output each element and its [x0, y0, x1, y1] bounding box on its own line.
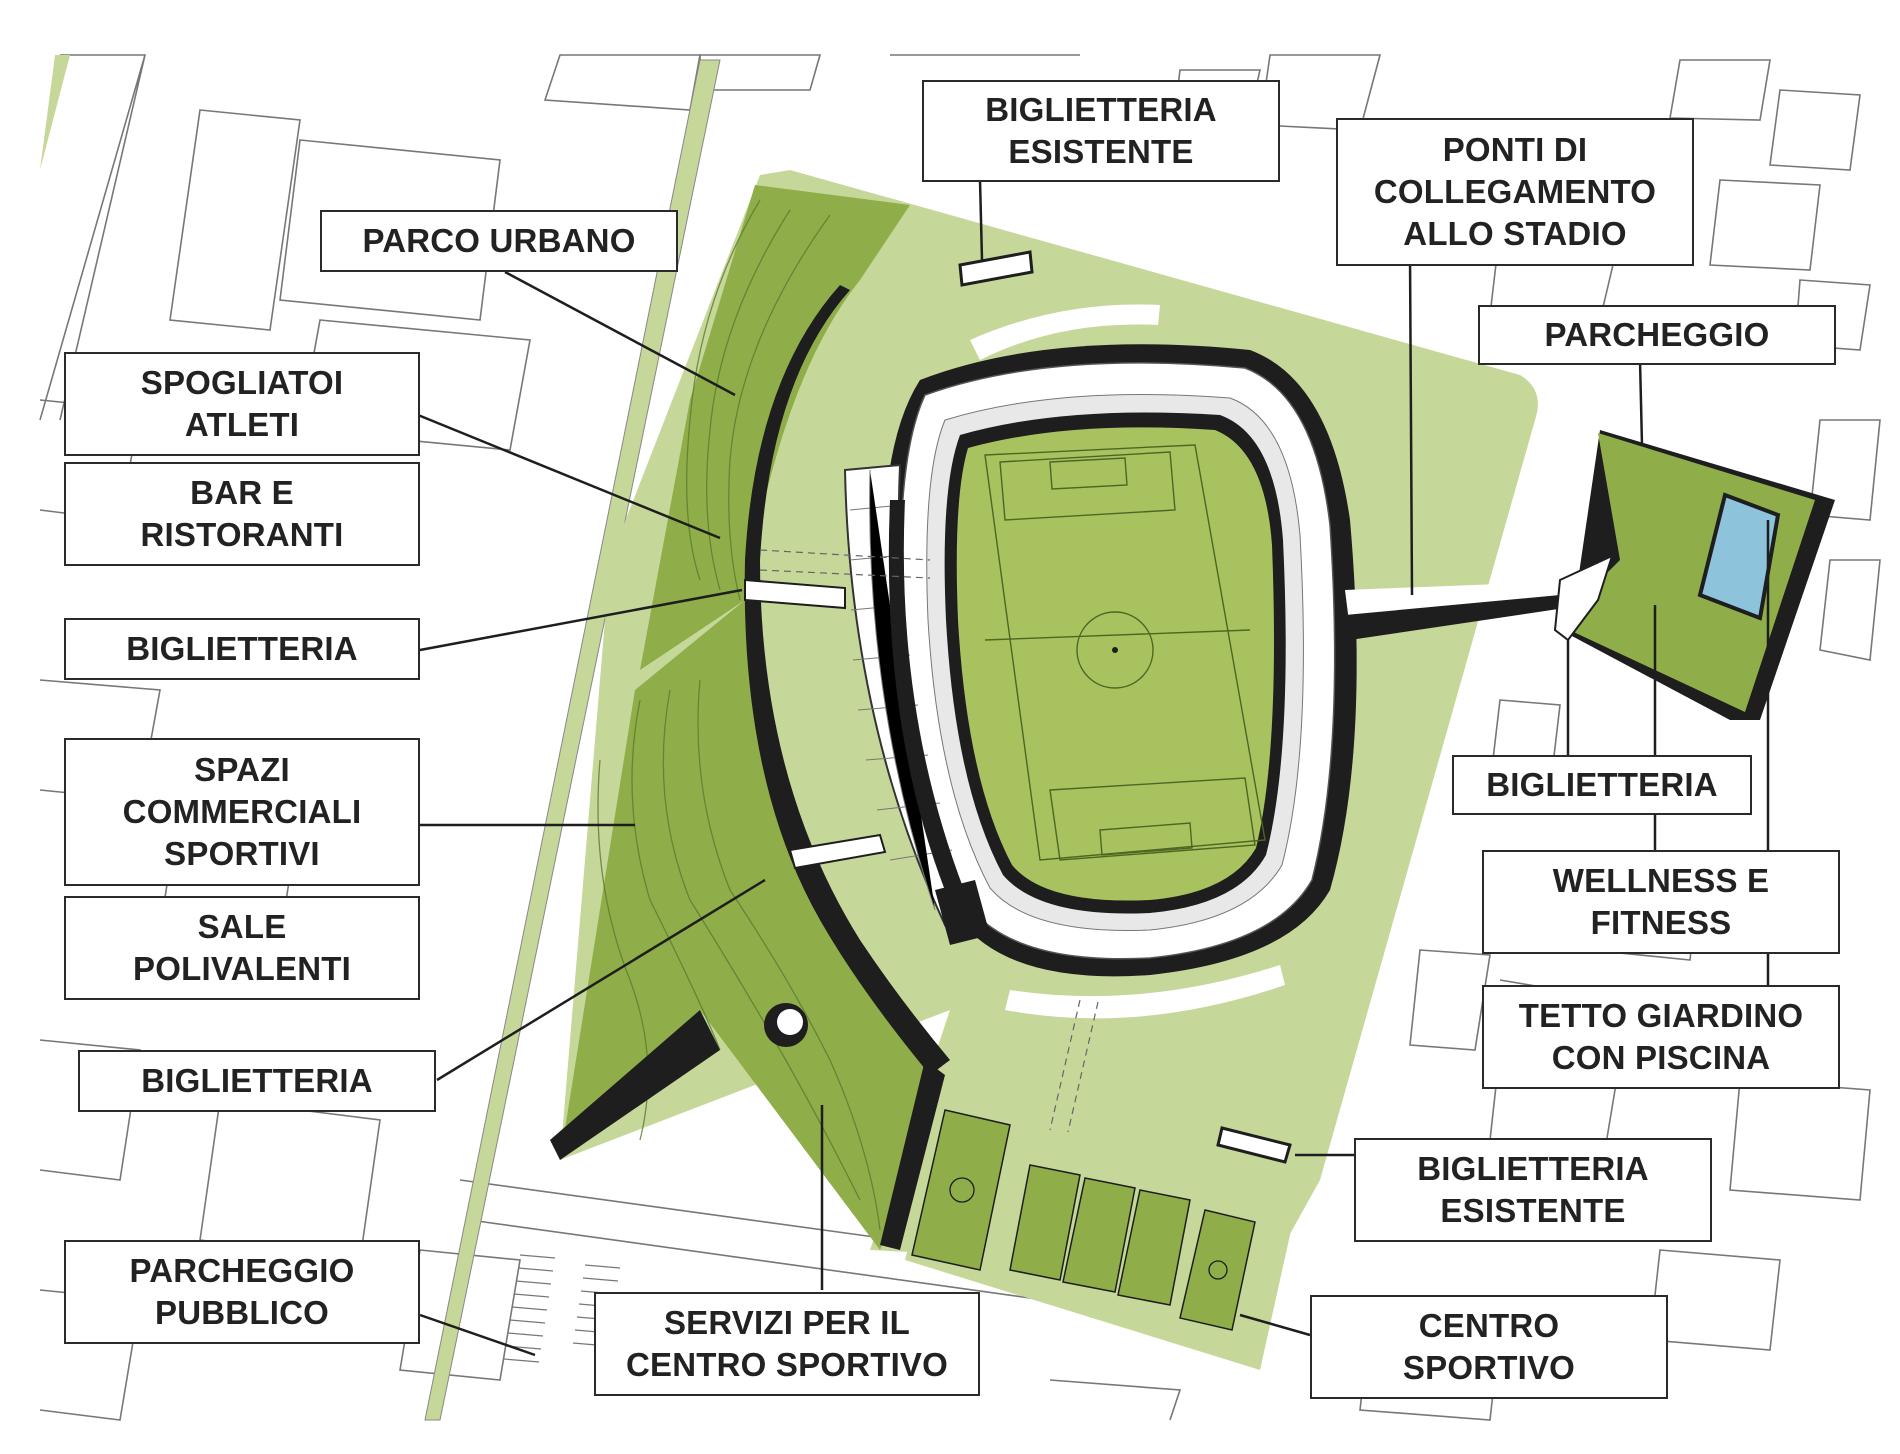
label-centro-sportivo: CENTRO SPORTIVO — [1310, 1295, 1668, 1399]
east-building-roof — [1565, 433, 1815, 712]
pool — [1697, 492, 1781, 621]
bridge-north-west — [744, 578, 846, 610]
label-line: SPOGLIATOI — [140, 364, 344, 401]
label-line: SPORTIVO — [1402, 1349, 1576, 1386]
label-line: SALE — [197, 908, 287, 945]
west-stand-shadow — [888, 500, 970, 915]
label-wellness-fitness: WELLNESS E FITNESS — [1482, 850, 1840, 954]
label-line: PUBBLICO — [155, 1294, 329, 1331]
south-wall — [550, 1010, 720, 1160]
label-line: FITNESS — [1590, 904, 1732, 941]
sports-courts — [911, 1109, 1256, 1331]
label-bar-ristoranti: BAR E RISTORANTI — [64, 462, 420, 566]
label-ponti-collegamento: PONTI DI COLLEGAMENTO ALLO STADIO — [1336, 118, 1694, 266]
label-line: ESISTENTE — [1440, 1192, 1626, 1229]
label-parcheggio-pubblico: PARCHEGGIO PUBBLICO — [64, 1240, 420, 1344]
sports-wall — [880, 1060, 945, 1250]
label-line: BAR E — [190, 474, 294, 511]
label-line: BIGLIETTERIA — [1486, 766, 1718, 803]
label-biglietteria-esistente-bottom: BIGLIETTERIA ESISTENTE — [1354, 1138, 1712, 1242]
road-green-strip — [424, 59, 721, 1421]
canopy-south — [1005, 965, 1285, 1019]
label-line: BIGLIETTERIA — [1417, 1150, 1649, 1187]
label-line: CON PISCINA — [1551, 1039, 1771, 1076]
label-line: SERVIZI PER IL — [663, 1304, 911, 1341]
label-servizi-centro-sportivo: SERVIZI PER IL CENTRO SPORTIVO — [594, 1292, 980, 1396]
label-biglietteria-esistente-top: BIGLIETTERIA ESISTENTE — [922, 80, 1280, 182]
label-biglietteria-left-low: BIGLIETTERIA — [78, 1050, 436, 1112]
booth-south — [1216, 1126, 1292, 1164]
parco-urbano-lower — [560, 600, 940, 1250]
bridge-east-shadow — [1345, 595, 1565, 640]
stand-tower — [935, 880, 990, 945]
label-line: ATLETI — [184, 406, 300, 443]
pitch-markings — [984, 444, 1266, 861]
east-ramp — [1553, 554, 1614, 642]
label-sale-polivalenti: SALE POLIVALENTI — [64, 896, 420, 1000]
stadium — [843, 344, 1357, 977]
label-line: BIGLIETTERIA — [985, 91, 1217, 128]
label-tetto-giardino: TETTO GIARDINO CON PISCINA — [1482, 985, 1840, 1089]
label-parco-urbano: PARCO URBANO — [320, 210, 678, 272]
label-line: COMMERCIALI — [122, 793, 362, 830]
label-line: SPAZI — [194, 751, 290, 788]
label-biglietteria-left: BIGLIETTERIA — [64, 618, 420, 680]
label-line: TETTO GIARDINO — [1518, 997, 1804, 1034]
label-line: CENTRO — [1418, 1307, 1560, 1344]
label-spogliatoi-atleti: SPOGLIATOI ATLETI — [64, 352, 420, 456]
label-line: BIGLIETTERIA — [126, 630, 358, 667]
label-line: PARCHEGGIO — [1544, 316, 1770, 353]
center-spot — [1112, 647, 1118, 653]
label-line: ALLO STADIO — [1403, 215, 1627, 252]
label-line: PARCO URBANO — [362, 222, 636, 259]
label-line: WELLNESS E — [1552, 862, 1770, 899]
label-line: ESISTENTE — [1008, 133, 1194, 170]
pitch — [956, 427, 1274, 901]
dashed-path — [1049, 999, 1099, 1133]
label-line: BIGLIETTERIA — [141, 1062, 373, 1099]
label-line: RISTORANTI — [140, 516, 344, 553]
label-line: COLLEGAMENTO — [1373, 173, 1657, 210]
road-edge — [40, 55, 70, 170]
label-line: PONTI DI — [1442, 131, 1588, 168]
skylight-inner — [777, 1009, 803, 1035]
label-line: PARCHEGGIO — [129, 1252, 355, 1289]
booth-north — [958, 250, 1034, 287]
label-line: CENTRO SPORTIVO — [625, 1346, 949, 1383]
label-line: POLIVALENTI — [133, 950, 351, 987]
canopy-north — [970, 304, 1160, 360]
bridge-south-west — [788, 833, 887, 870]
label-parcheggio: PARCHEGGIO — [1478, 305, 1836, 365]
dashed-path-west — [759, 549, 931, 579]
label-biglietteria-right: BIGLIETTERIA — [1452, 755, 1752, 815]
label-line: SPORTIVI — [164, 835, 320, 872]
label-spazi-commerciali: SPAZI COMMERCIALI SPORTIVI — [64, 738, 420, 886]
